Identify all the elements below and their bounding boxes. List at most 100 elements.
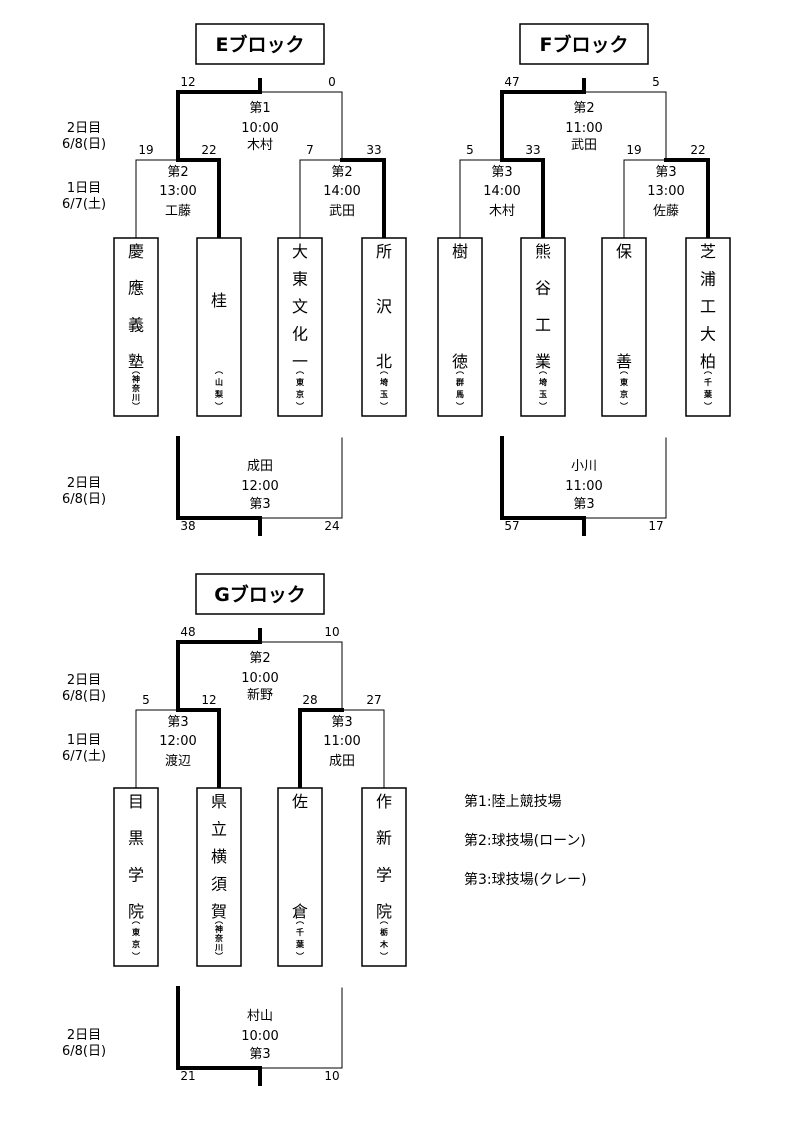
block-f-team-1-box [520, 237, 566, 417]
block-g-r2-time: 10:00 [241, 671, 278, 686]
block-e-team-1-pref-0: ︵ [214, 366, 223, 375]
block-f-r2-score-left: 47 [504, 75, 519, 89]
block-g-team-2-pref-0: ︵ [295, 916, 304, 925]
block-f-team-0-char-1: 徳 [452, 352, 468, 371]
block-g-team-1-pref-0: ︵ [214, 916, 223, 925]
block-e-title-box [195, 23, 325, 65]
block-f-team-2-pref-3: ︶ [619, 401, 628, 411]
block-f-team-0-pref-1: 群 [455, 377, 464, 387]
block-e-team-3-pref-2: 玉 [380, 390, 388, 399]
block-e-team-3-pref-1: 埼 [380, 377, 388, 387]
block-e-team-2-box [277, 237, 323, 417]
block-g-r1-0-time: 12:00 [159, 734, 196, 749]
block-g-team-1-char-4: 賀 [211, 902, 227, 921]
block-g-r2-referee: 新野 [247, 687, 273, 703]
block-e-team-2-char-2: 文 [292, 297, 308, 316]
block-g-team-0-pref-3: ︶ [131, 951, 140, 961]
block-e-team-0-char-0: 慶 [128, 242, 144, 261]
block-f-team-1-pref-0: ︵ [538, 366, 547, 375]
block-e-team-2-char-1: 東 [292, 270, 308, 289]
block-e-third-referee: 成田 [247, 459, 273, 474]
block-g-r1-1-time: 11:00 [323, 734, 360, 749]
block-e-r2-score-left: 12 [180, 75, 195, 89]
block-g-team-3-char-3: 院 [376, 902, 392, 921]
day-label-5-day: 2日目 [67, 1028, 101, 1043]
block-f-team-0-pref-2: 馬 [456, 390, 464, 399]
block-g-r1-0-referee: 渡辺 [165, 753, 191, 769]
block-g-r2-venue: 第2 [249, 651, 270, 666]
block-f-team-3-char-0: 芝 [700, 242, 716, 261]
block-f-team-1-pref-2: 玉 [539, 390, 547, 399]
block-g-r2-score-left: 48 [180, 625, 195, 639]
day-label-2-date: 6/8(日) [62, 492, 106, 507]
block-g-team-0-pref-1: 東 [132, 927, 140, 937]
block-e-r1-0-score-right: 22 [201, 143, 216, 157]
block-f-team-2-pref-2: 京 [620, 389, 628, 399]
block-f-r1-0-referee: 木村 [489, 204, 515, 219]
block-e-team-2-char-4: 一 [292, 352, 308, 371]
block-g-third-score-left: 21 [180, 1069, 195, 1083]
block-e-r1-0-time: 13:00 [159, 184, 196, 199]
block-e-r2-score-right: 0 [328, 75, 336, 89]
legend-venue-3: 第3:球技場(クレー) [464, 872, 587, 888]
block-g-team-0-char-3: 院 [128, 902, 144, 921]
block-e-team-0-pref-1: 神 [132, 374, 140, 384]
block-g-r2-score-right: 10 [324, 625, 339, 639]
block-e-team-0-pref-3: 川 [131, 393, 140, 402]
block-e-team-1-pref-2: 梨 [214, 389, 224, 399]
block-g-r1-0-venue: 第3 [167, 715, 188, 730]
block-g-team-3-char-1: 新 [376, 829, 392, 848]
block-g-team-1-pref-3: 川 [214, 943, 223, 952]
block-e-team-2-pref-1: 東 [296, 377, 304, 387]
block-e-r2-venue: 第1 [249, 101, 270, 116]
block-g-team-2-pref-1: 千 [296, 927, 304, 937]
block-f-third-venue: 第3 [573, 497, 594, 512]
block-e-team-3-char-1: 沢 [376, 297, 392, 316]
block-f-team-1-char-3: 業 [535, 352, 551, 371]
block-e-team-0-pref-4: ︶ [131, 401, 140, 411]
block-e-team-3-char-0: 所 [376, 242, 392, 261]
block-e-team-3-pref-3: ︶ [379, 401, 388, 411]
block-g-team-2-box [277, 787, 323, 967]
day-label-4-day: 1日目 [67, 733, 101, 748]
block-e-r1-0-score-left: 19 [138, 143, 153, 157]
block-f-third-referee: 小川 [571, 459, 597, 474]
block-e-r1-0-venue: 第2 [167, 165, 188, 180]
block-g-team-3-box [361, 787, 407, 967]
block-f-third-score-right: 17 [648, 519, 663, 533]
block-g-team-3-pref-1: 栃 [380, 927, 388, 937]
block-g-team-0-char-0: 目 [128, 792, 144, 811]
block-f-r1-1-referee: 佐藤 [653, 204, 679, 219]
block-f-team-0-box [437, 237, 483, 417]
block-g-team-2-pref-3: ︶ [295, 951, 304, 961]
block-f-r1-1-score-right: 22 [690, 143, 705, 157]
block-f-team-2-char-0: 保 [616, 242, 632, 261]
block-f-team-3-pref-1: 千 [704, 377, 712, 387]
block-f-team-1-char-2: 工 [535, 315, 551, 334]
legend-venue-1: 第1:陸上競技場 [464, 794, 562, 810]
day-label-2-day: 2日目 [67, 476, 101, 491]
block-f-team-3-char-4: 柏 [700, 352, 716, 371]
block-f-team-0-pref-0: ︵ [455, 366, 464, 375]
block-g-third-referee: 村山 [247, 1009, 273, 1024]
block-f-third-score-left: 57 [504, 519, 519, 533]
block-g-team-1-pref-1: 神 [215, 924, 223, 934]
day-label-1-date: 6/7(土) [62, 197, 106, 212]
block-g-title: Gブロック [214, 583, 306, 606]
block-e-team-0-pref-0: ︵ [131, 366, 140, 375]
block-g-team-3-pref-3: ︶ [379, 951, 388, 961]
block-e-team-0-pref-2: 奈 [131, 383, 141, 393]
block-f-team-0-char-0: 樹 [452, 242, 468, 261]
block-g-team-2-pref-2: 葉 [295, 939, 305, 949]
block-e-team-3-box [361, 237, 407, 417]
block-g-team-0-char-2: 学 [128, 865, 144, 884]
block-e-r1-1-venue: 第2 [331, 165, 352, 180]
block-g-team-1-char-3: 須 [211, 875, 227, 894]
block-g-r1-0-score-right: 12 [201, 693, 216, 707]
legend-venue-2: 第2:球技場(ローン) [464, 833, 586, 849]
block-e-r2-time: 10:00 [241, 121, 278, 136]
block-g-r1-1-score-left: 28 [302, 693, 317, 707]
block-g-team-1-box [196, 787, 242, 967]
block-e-team-0-char-3: 塾 [128, 352, 144, 371]
block-f-team-3-pref-0: ︵ [703, 366, 712, 375]
